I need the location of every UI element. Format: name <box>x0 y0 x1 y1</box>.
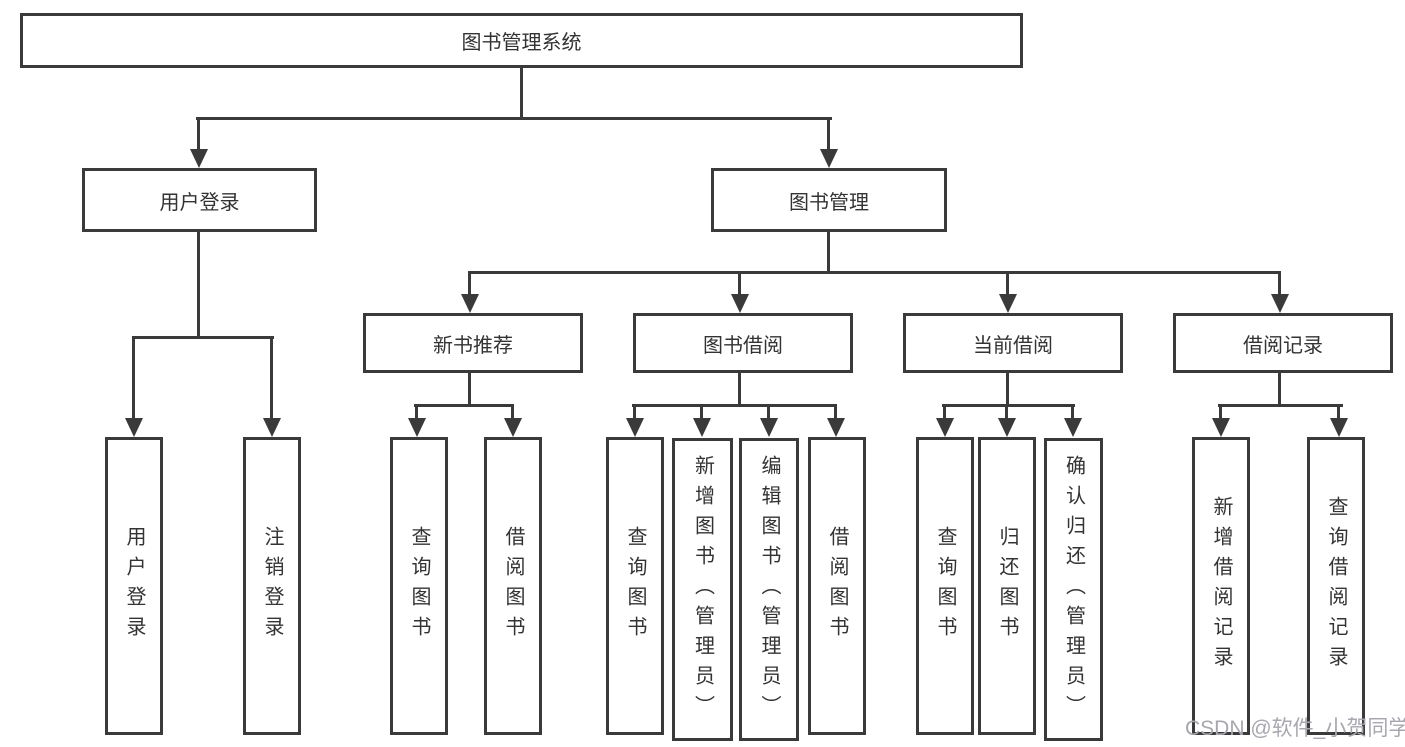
leaf-bb-borrow-book: 借阅图书 <box>808 437 866 735</box>
arrow-down-icon <box>738 271 741 294</box>
node-user-login: 用户登录 <box>82 168 317 232</box>
csdn-watermark: CSDN @软件_小贺同学 <box>1185 717 1405 740</box>
arrow-down-icon <box>1005 404 1008 418</box>
leaf-bb-edit-book-admin: 编辑图书（管理员） <box>739 438 799 741</box>
leaf-br-add-record: 新增借阅记录 <box>1192 437 1250 735</box>
node-label: 注销登录 <box>261 526 283 646</box>
node-label: 编辑图书（管理员） <box>758 454 780 725</box>
node-label: 查询图书 <box>624 526 646 646</box>
connector-hline <box>632 404 837 407</box>
arrow-down-icon <box>834 404 837 418</box>
leaf-user-login: 用户登录 <box>105 437 163 735</box>
leaf-cb-return-book: 归还图书 <box>978 437 1036 735</box>
arrow-down-icon <box>767 404 770 418</box>
node-book-management: 图书管理 <box>711 168 947 232</box>
leaf-bb-query-book: 查询图书 <box>606 437 664 735</box>
node-label: 新增图书（管理员） <box>691 454 714 725</box>
arrow-down-icon <box>197 117 200 149</box>
connector-hline <box>132 336 274 339</box>
arrow-down-icon <box>827 117 830 149</box>
connector-vline <box>468 371 471 407</box>
connector-hline <box>942 404 1075 407</box>
node-label: 图书借阅 <box>703 334 783 357</box>
node-label: 归还图书 <box>996 526 1018 646</box>
connector-hline <box>414 404 514 407</box>
node-label: 图书管理 <box>789 191 869 214</box>
arrow-down-icon <box>1006 271 1009 294</box>
arrow-down-icon <box>1219 404 1222 418</box>
node-label: 查询图书 <box>934 526 956 646</box>
leaf-nb-borrow-book: 借阅图书 <box>484 437 542 735</box>
arrow-down-icon <box>1278 271 1281 294</box>
arrow-down-icon <box>132 336 135 418</box>
connector-vline <box>1006 371 1009 407</box>
node-book-borrow: 图书借阅 <box>633 313 853 373</box>
node-label: 借阅记录 <box>1243 334 1323 357</box>
node-label: 新书推荐 <box>433 334 513 357</box>
node-label: 借阅图书 <box>826 526 848 646</box>
node-label: 图书管理系统 <box>461 32 582 54</box>
arrow-down-icon <box>468 271 471 294</box>
node-label: 借阅图书 <box>502 526 524 646</box>
connector-vline <box>1278 371 1281 407</box>
node-label: 当前借阅 <box>973 334 1053 357</box>
arrow-down-icon <box>943 404 946 418</box>
connector-vline <box>827 230 830 274</box>
node-new-book-recommend: 新书推荐 <box>363 313 583 373</box>
arrow-down-icon <box>270 336 273 418</box>
arrow-down-icon <box>633 404 636 418</box>
node-label: 用户登录 <box>123 526 145 646</box>
node-borrow-records: 借阅记录 <box>1173 313 1393 373</box>
leaf-logout: 注销登录 <box>243 437 301 735</box>
connector-hline <box>196 117 832 120</box>
connector-vline <box>197 230 200 339</box>
leaf-br-query-record: 查询借阅记录 <box>1307 437 1365 735</box>
leaf-nb-query-book: 查询图书 <box>390 437 448 735</box>
node-label: 查询图书 <box>408 526 430 646</box>
node-system-root: 图书管理系统 <box>20 13 1023 68</box>
leaf-cb-query-book: 查询图书 <box>916 437 974 735</box>
node-label: 新增借阅记录 <box>1210 496 1232 676</box>
arrow-down-icon <box>511 404 514 418</box>
leaf-bb-add-book-admin: 新增图书（管理员） <box>672 438 733 741</box>
leaf-cb-confirm-return-admin: 确认归还（管理员） <box>1044 438 1103 741</box>
connector-hline <box>468 271 1281 274</box>
connector-hline <box>1218 404 1343 407</box>
connector-vline <box>738 371 741 407</box>
arrow-down-icon <box>415 404 418 418</box>
node-current-borrow: 当前借阅 <box>903 313 1123 373</box>
arrow-down-icon <box>700 404 703 418</box>
node-label: 确认归还（管理员） <box>1062 454 1085 725</box>
arrow-down-icon <box>1071 404 1074 418</box>
node-label: 查询借阅记录 <box>1325 496 1347 676</box>
connector-vline <box>520 66 523 120</box>
node-label: 用户登录 <box>159 191 240 214</box>
arrow-down-icon <box>1337 404 1340 418</box>
